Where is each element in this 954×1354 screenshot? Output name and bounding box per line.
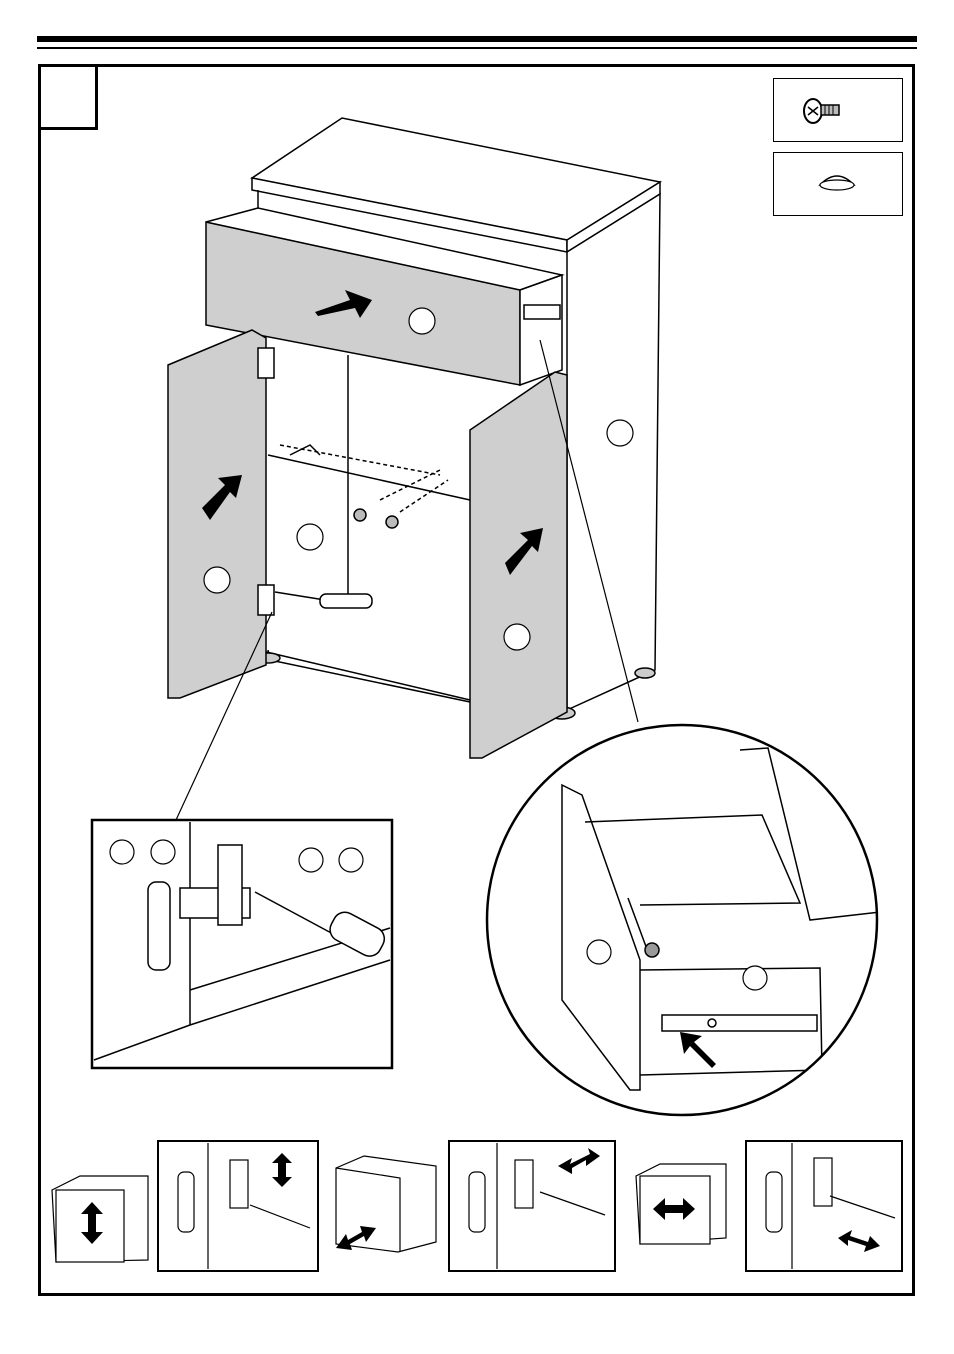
step-frame [38,64,915,1296]
depth-arrow-icon [336,1226,376,1250]
hinge-adjust-1 [157,1140,319,1272]
header-rule-thin [37,47,917,49]
hinge-adjust-2 [448,1140,616,1272]
hinge-detail-panel [90,818,394,1070]
adjust-panel-2 [335,1155,437,1253]
horizontal-arrow-icon [653,1198,695,1220]
push-arrows [202,290,543,575]
cover-cap-icon [818,175,856,191]
cabinet-illustration [167,117,662,821]
adjust-panel-1 [51,1175,149,1263]
part-box-cover-cap [773,152,903,216]
adjust-panel-3 [635,1163,727,1245]
hinge-detail-callouts [109,839,364,873]
vertical-arrow-icon [81,1202,103,1244]
screw-icon [803,98,840,124]
drawer-detail-callouts [586,939,768,991]
main-callouts [203,307,634,651]
drawer-detail-circle [485,723,879,1117]
header-rule-thick [37,36,917,42]
hinge-adjust-3 [745,1140,903,1272]
step-number-box [38,64,98,130]
part-box-screw [773,78,903,142]
